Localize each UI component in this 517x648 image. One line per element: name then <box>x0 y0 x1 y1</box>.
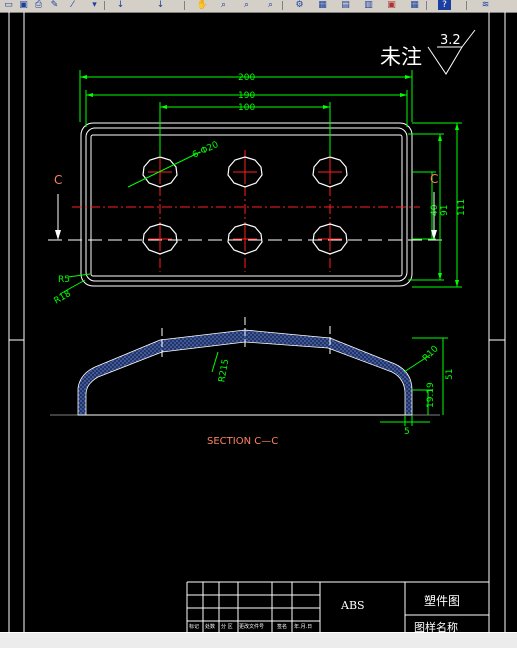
status-bar <box>0 632 517 648</box>
pan-hand-icon[interactable]: ✋ <box>196 0 209 10</box>
cad-toolbar: ▭ ▣ ⎙ ✎ ⁄ ▾ ↓ ↓ ✋ ⌕ ⌕ ⌕ ⚙ ▦ ▤ ▥ ▣ ▦ ? ≋ <box>0 0 517 13</box>
redo-icon[interactable]: ↓ <box>116 0 125 10</box>
hole-centers <box>148 160 342 251</box>
drawing-canvas[interactable]: 未注 3.2 <box>0 12 517 632</box>
drawing-frame <box>8 12 506 632</box>
zoom-realtime-icon[interactable]: ⌕ <box>220 0 227 10</box>
print-icon[interactable]: ⎙ <box>34 0 43 10</box>
layers-icon[interactable]: ≋ <box>481 0 490 10</box>
dim-51: 51 <box>445 369 455 380</box>
dim-r18: R18 <box>53 289 74 307</box>
hole <box>227 156 263 188</box>
section-label: SECTION C—C <box>207 436 278 447</box>
properties-icon[interactable]: ⚙ <box>295 0 304 10</box>
hole <box>312 156 348 188</box>
section-dimensions <box>211 337 448 426</box>
dim-200: 200 <box>238 73 255 83</box>
roughness-value: 3.2 <box>440 33 461 48</box>
header-date: 年.月.日 <box>294 623 312 630</box>
dim-100: 100 <box>238 103 255 113</box>
dim-r10: R10 <box>421 344 441 364</box>
dim-r5: R5 <box>58 275 70 285</box>
open-icon[interactable]: ▭ <box>4 0 13 10</box>
help-icon[interactable]: ? <box>438 0 451 10</box>
section-marker-right: C <box>430 172 438 186</box>
title-block <box>186 581 489 632</box>
section-view <box>50 317 440 416</box>
dim-5: 5 <box>404 427 410 437</box>
drawing-name: 图样名称 <box>414 620 458 632</box>
plan-dimensions <box>59 70 462 295</box>
table-icon[interactable]: ▦ <box>410 0 419 10</box>
plan-view <box>80 122 413 287</box>
material-label: ABS <box>340 599 365 612</box>
dim-40: 40 <box>430 204 440 216</box>
dim-r215: R215 <box>217 358 231 383</box>
header-zone: 分 区 <box>221 623 233 630</box>
zoom-previous-icon[interactable]: ⌕ <box>267 0 274 10</box>
brush-icon[interactable]: ⁄ <box>71 0 74 10</box>
note-label: 未注 <box>380 45 422 69</box>
save-icon[interactable]: ▣ <box>19 0 28 10</box>
pen-icon[interactable]: ✎ <box>50 0 59 10</box>
undo-icon[interactable]: ▾ <box>92 0 97 10</box>
section-markers: C C <box>54 172 438 240</box>
header-signature: 签名 <box>277 623 287 630</box>
surface-roughness-note: 未注 3.2 <box>380 29 476 75</box>
dim-holes: 6-Φ20 <box>191 140 220 161</box>
calculator-icon[interactable]: ▣ <box>387 0 396 10</box>
dim-111: 111 <box>457 199 467 216</box>
title-block-text: ABS 塑件图 图样名称 标记 处数 分 区 更改文件号 签名 年.月.日 <box>189 593 460 632</box>
hole <box>227 223 263 255</box>
zoom-window-icon[interactable]: ⌕ <box>243 0 250 10</box>
holes <box>142 156 348 255</box>
hole <box>312 223 348 255</box>
markup-icon[interactable]: ▥ <box>364 0 373 10</box>
section-marker-left: C <box>54 173 62 187</box>
plan-dimension-arrows <box>80 75 459 287</box>
header-change-doc: 更改文件号 <box>239 623 264 630</box>
drawing-title: 塑件图 <box>424 593 460 608</box>
header-count: 处数 <box>205 623 215 630</box>
dim-91: 91 <box>440 205 450 216</box>
tool-palette-icon[interactable]: ▤ <box>341 0 350 10</box>
dim-190: 190 <box>238 91 255 101</box>
pan-icon[interactable]: ↓ <box>156 0 165 10</box>
hole <box>142 223 178 255</box>
design-center-icon[interactable]: ▦ <box>318 0 327 10</box>
header-mark: 标记 <box>189 623 199 630</box>
dim-19-19: 19.19 <box>426 382 436 408</box>
plan-dimension-text: 200 190 100 6-Φ20 40 91 111 R5 R18 <box>53 73 468 307</box>
